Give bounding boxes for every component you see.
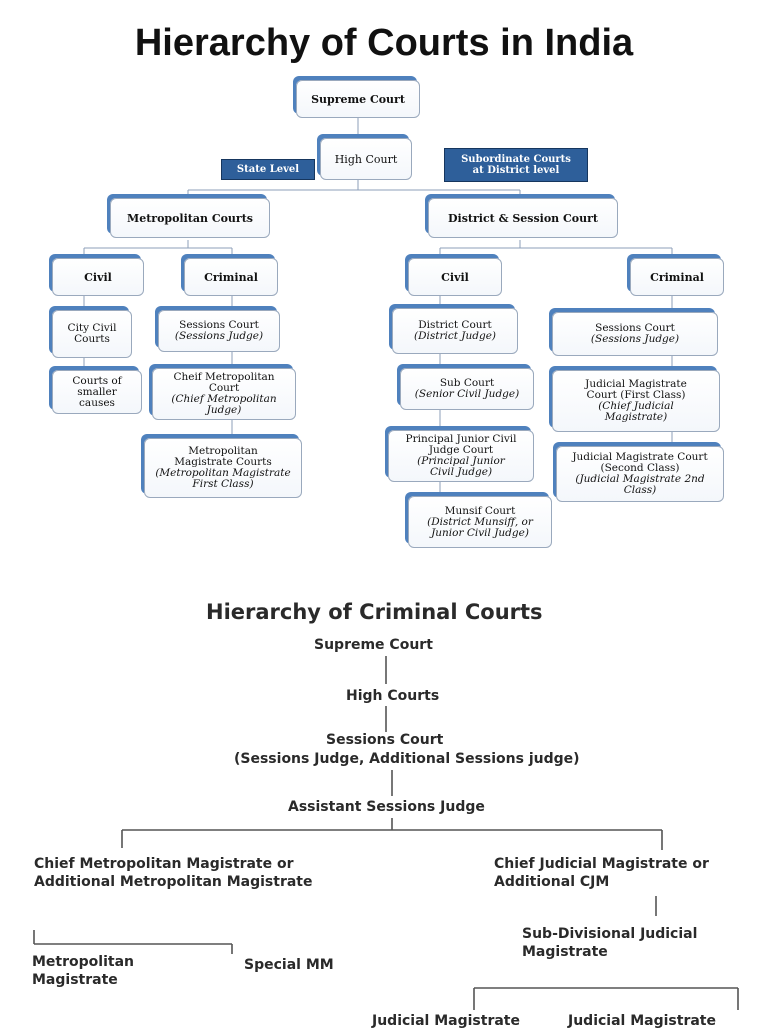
state-level-label: State Level xyxy=(236,164,300,175)
sessions-court-metro-judge: (Sessions Judge) xyxy=(174,330,264,342)
sub-court-name: Sub Court xyxy=(439,377,495,389)
judicial-magistrate-second-class-box: Judicial Magistrate Court (Second Class)… xyxy=(556,446,724,502)
criminal-judicial-magistrate-a: Judicial Magistrate xyxy=(372,1013,520,1029)
chief-metropolitan-court-judge: (Chief Metropolitan Judge) xyxy=(171,393,277,416)
metropolitan-courts-label: Metropolitan Courts xyxy=(127,211,253,225)
judicial-magistrate-first-class-name: Judicial Magistrate Court (First Class) xyxy=(585,378,687,401)
munsif-court-judge: (District Munsiff, or Junior Civil Judge… xyxy=(427,515,533,539)
metro-criminal-label: Criminal xyxy=(204,270,258,284)
subordinate-courts-tag: Subordinate Courts at District level xyxy=(444,148,588,182)
metropolitan-magistrate-courts-box: Metropolitan Magistrate Courts (Metropol… xyxy=(144,438,302,498)
principal-junior-civil-judge-court-judge: (Principal Junior Civil Judge) xyxy=(417,455,505,478)
judicial-magistrate-first-class-box: Judicial Magistrate Court (First Class) … xyxy=(552,370,720,432)
principal-junior-civil-judge-court-name: Principal Junior Civil Judge Court xyxy=(405,433,517,456)
district-court-judge: (District Judge) xyxy=(413,330,497,342)
city-civil-courts-label: City Civil Courts xyxy=(67,322,117,345)
criminal-high-courts: High Courts xyxy=(346,688,440,704)
munsif-court-name: Munsif Court xyxy=(444,504,516,517)
metro-civil-box: Civil xyxy=(52,258,144,296)
district-civil-label: Civil xyxy=(441,270,469,284)
courts-of-smaller-causes-label: Courts of smaller causes xyxy=(72,374,122,409)
criminal-courts-title: Hierarchy of Criminal Courts xyxy=(206,600,543,624)
judicial-magistrate-first-class-judge: (Chief Judicial Magistrate) xyxy=(598,400,674,423)
criminal-chief-metropolitan-magistrate: Chief Metropolitan Magistrate or Additio… xyxy=(34,856,313,890)
district-court-box: District Court (District Judge) xyxy=(392,308,518,354)
state-level-tag: State Level xyxy=(221,159,315,180)
judicial-magistrate-second-class-judge: (Judicial Magistrate 2nd Class) xyxy=(575,473,705,496)
criminal-special-mm: Special MM xyxy=(244,957,334,973)
sessions-court-district-judge: (Sessions Judge) xyxy=(590,333,680,345)
metro-civil-label: Civil xyxy=(84,270,112,284)
metropolitan-magistrate-courts-judge: (Metropolitan Magistrate First Class) xyxy=(155,467,291,490)
district-court-name: District Court xyxy=(418,319,492,331)
district-session-court-label: District & Session Court xyxy=(448,211,598,225)
metropolitan-courts-box: Metropolitan Courts xyxy=(110,198,270,238)
criminal-metropolitan-magistrate: Metropolitan Magistrate xyxy=(32,954,134,988)
sessions-court-metro-box: Sessions Court (Sessions Judge) xyxy=(158,310,280,352)
sub-court-judge: (Senior Civil Judge) xyxy=(414,388,520,400)
supreme-court-box: Supreme Court xyxy=(296,80,420,118)
criminal-judicial-magistrate-b: Judicial Magistrate xyxy=(568,1013,716,1029)
subordinate-courts-label: Subordinate Courts at District level xyxy=(461,154,571,176)
criminal-assistant-sessions-judge: Assistant Sessions Judge xyxy=(288,799,485,815)
criminal-supreme-court: Supreme Court xyxy=(314,637,433,653)
district-criminal-label: Criminal xyxy=(650,270,704,284)
metro-criminal-box: Criminal xyxy=(184,258,278,296)
chief-metropolitan-court-box: Cheif Metropolitan Court (Chief Metropol… xyxy=(152,368,296,420)
top-connector-lines xyxy=(83,118,673,494)
criminal-sessions-judges: (Sessions Judge, Additional Sessions jud… xyxy=(234,751,580,767)
district-criminal-box: Criminal xyxy=(630,258,724,296)
chief-metropolitan-court-name: Cheif Metropolitan Court xyxy=(173,371,275,394)
high-court-box: High Court xyxy=(320,138,412,180)
courts-of-smaller-causes-box: Courts of smaller causes xyxy=(52,370,142,414)
district-civil-box: Civil xyxy=(408,258,502,296)
high-court-label: High Court xyxy=(334,152,398,166)
sessions-court-metro-name: Sessions Court xyxy=(179,319,259,331)
sessions-court-district-name: Sessions Court xyxy=(595,322,675,334)
city-civil-courts-box: City Civil Courts xyxy=(52,310,132,358)
criminal-sessions-court: Sessions Court xyxy=(326,732,444,748)
district-session-court-box: District & Session Court xyxy=(428,198,618,238)
page-title: Hierarchy of Courts in India xyxy=(134,22,634,64)
munsif-court-box: Munsif Court (District Munsiff, or Junio… xyxy=(408,496,552,548)
criminal-sub-divisional-judicial-magistrate: Sub-Divisional Judicial Magistrate xyxy=(522,926,698,960)
metropolitan-magistrate-courts-name: Metropolitan Magistrate Courts xyxy=(174,445,272,468)
criminal-chief-judicial-magistrate: Chief Judicial Magistrate or Additional … xyxy=(494,856,709,890)
supreme-court-label: Supreme Court xyxy=(311,92,405,106)
principal-junior-civil-judge-court-box: Principal Junior Civil Judge Court (Prin… xyxy=(388,430,534,482)
sessions-court-district-box: Sessions Court (Sessions Judge) xyxy=(552,312,718,356)
sub-court-box: Sub Court (Senior Civil Judge) xyxy=(400,368,534,410)
judicial-magistrate-second-class-name: Judicial Magistrate Court (Second Class) xyxy=(572,451,708,474)
